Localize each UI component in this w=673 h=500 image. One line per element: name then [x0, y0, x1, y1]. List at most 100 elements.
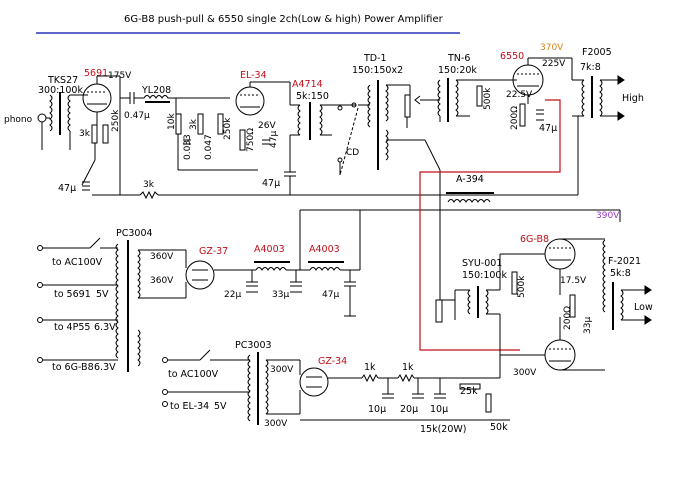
pc3004-heater — [137, 329, 141, 367]
label-47u-d: 47µ — [539, 123, 557, 134]
f2005-primary — [581, 79, 585, 117]
resistor-3k-a — [91, 124, 98, 144]
label-200: 200Ω — [510, 106, 520, 130]
label-gz34: GZ-34 — [318, 356, 347, 367]
label-6.3v-a: 6.3V — [94, 322, 116, 333]
label-5691: 5691 — [84, 68, 108, 79]
td1-secondary-a — [385, 84, 389, 122]
pc3003-hv — [265, 359, 269, 415]
syu001-primary — [467, 289, 471, 315]
label-500k-b: 500k — [517, 275, 527, 298]
tks27-primary — [49, 94, 53, 132]
label-10k: 10k — [167, 113, 177, 130]
label-25k: 25k — [460, 386, 478, 397]
rectifier-gz37: GZ-37 22µ — [185, 246, 258, 300]
label-yl208: YL208 — [141, 85, 171, 96]
label-225v: 225V — [542, 59, 566, 69]
chokes-a4003: A4003 33µ A4003 47µ — [254, 210, 361, 300]
label-500k-a: 500k — [483, 87, 493, 110]
label-22.5v: 22.5V — [506, 90, 533, 100]
label-250k: 250k — [111, 109, 121, 132]
arrow-low-out — [644, 285, 652, 295]
f2021-secondary — [620, 289, 624, 321]
tn6-primary — [437, 79, 441, 117]
label-33u: 33µ — [272, 290, 289, 300]
rectifier-gz34: GZ-34 1k 1k 10µ 20µ 10µ 25k 50k 15k(20W) — [299, 355, 510, 435]
label-td1-ratio: 150:150x2 — [352, 65, 403, 76]
tube-6gb8-lower — [544, 339, 576, 371]
td1-primary — [367, 84, 371, 128]
syu001-secondary — [485, 289, 489, 315]
resistor-3k-c — [139, 190, 159, 200]
transformer-td1: TD-1 150:150x2 — [352, 53, 441, 300]
label-phono: phono — [4, 115, 33, 125]
label-to-4p55: to 4P55 — [54, 322, 90, 333]
tube-6gb8-upper — [544, 238, 576, 270]
pc3003-primary — [247, 354, 251, 422]
label-to-6gb8: to 6G-B8 — [52, 362, 94, 373]
label-to-ac100v-a: to AC100V — [52, 257, 103, 268]
label-f2005-ratio: 7k:8 — [580, 62, 601, 73]
label-50k: 50k — [490, 422, 508, 433]
label-33u-b: 33µ — [583, 317, 593, 334]
label-tks27-ratio: 300:100k — [38, 85, 83, 96]
label-to-el34: to EL-34 — [170, 401, 209, 412]
input-stage: phono TKS27 300:100k 5691 175V 3k 250k 4… — [4, 68, 578, 200]
label-300v-b: 300V — [264, 419, 288, 429]
label-pc3003: PC3003 — [235, 340, 272, 351]
pc3004-primary — [115, 243, 119, 359]
td1-secondary-b — [385, 129, 389, 161]
resistor-500k-a — [476, 85, 483, 107]
resistor-50k — [485, 393, 492, 413]
arrow-high-out — [617, 75, 625, 85]
label-47u-b: 47µ — [269, 131, 279, 148]
label-47u-c: 47µ — [262, 178, 280, 189]
label-370v: 370V — [540, 43, 564, 53]
phono-jack — [37, 113, 47, 123]
output-stage-high: TN-6 150:20k 500k 6550 370V 225V 22.5V 2… — [414, 43, 644, 195]
label-0.033: 0.033 — [183, 134, 193, 160]
label-tks27: TKS27 — [47, 75, 78, 86]
choke-a4003-a — [255, 267, 287, 271]
label-22u: 22µ — [224, 290, 241, 300]
psu-pc3004: PC3004 to AC100V to 5691 5V to 4P55 6.3V… — [37, 228, 187, 373]
label-1k-a: 1k — [364, 362, 376, 373]
label-20u: 20µ — [400, 404, 418, 415]
arrow-low-gnd — [644, 315, 652, 325]
label-a4003-a: A4003 — [254, 244, 285, 255]
resistor-250k — [102, 124, 109, 144]
label-300v-a: 300V — [270, 365, 294, 375]
label-f2021-ratio: 5k:8 — [610, 268, 631, 279]
resistor-500k-b — [511, 271, 518, 295]
resistor-750 — [239, 129, 246, 151]
resistor-200-b — [569, 294, 576, 318]
label-cd: CD — [346, 148, 359, 158]
resistor-250k-b — [217, 113, 224, 135]
label-5v-a: 5V — [96, 289, 109, 300]
label-0.47u: 0.47µ — [124, 111, 150, 121]
label-360v-b: 360V — [150, 276, 174, 286]
label-tn6: TN-6 — [447, 53, 470, 64]
label-1k-b: 1k — [402, 362, 414, 373]
label-a4003-b: A4003 — [309, 244, 340, 255]
label-17.5v: 17.5V — [560, 276, 587, 286]
choke-a394: A-394 — [299, 174, 621, 270]
label-3k-c: 3k — [143, 180, 155, 190]
choke-a394-coil — [447, 199, 491, 203]
diagram-title: 6G-B8 push-pull & 6550 single 2ch(Low & … — [124, 14, 444, 25]
label-750: 750Ω — [246, 128, 256, 152]
ground-symbols — [82, 119, 544, 317]
tube-el34-driver — [235, 86, 265, 116]
label-10u-b: 10µ — [430, 404, 448, 415]
label-6550: 6550 — [500, 51, 524, 62]
f2005-secondary — [599, 79, 603, 117]
label-6gb8: 6G-B8 — [520, 234, 549, 245]
label-a4714-ratio: 5k:150 — [296, 91, 329, 102]
arrow-high-gnd — [617, 111, 625, 121]
b-plus-red-line — [419, 99, 561, 351]
resistor-1k-b — [397, 373, 415, 383]
f2021-primary — [602, 239, 606, 313]
label-f2021: F-2021 — [608, 256, 641, 267]
label-syu-ratio: 150:100k — [462, 270, 507, 281]
